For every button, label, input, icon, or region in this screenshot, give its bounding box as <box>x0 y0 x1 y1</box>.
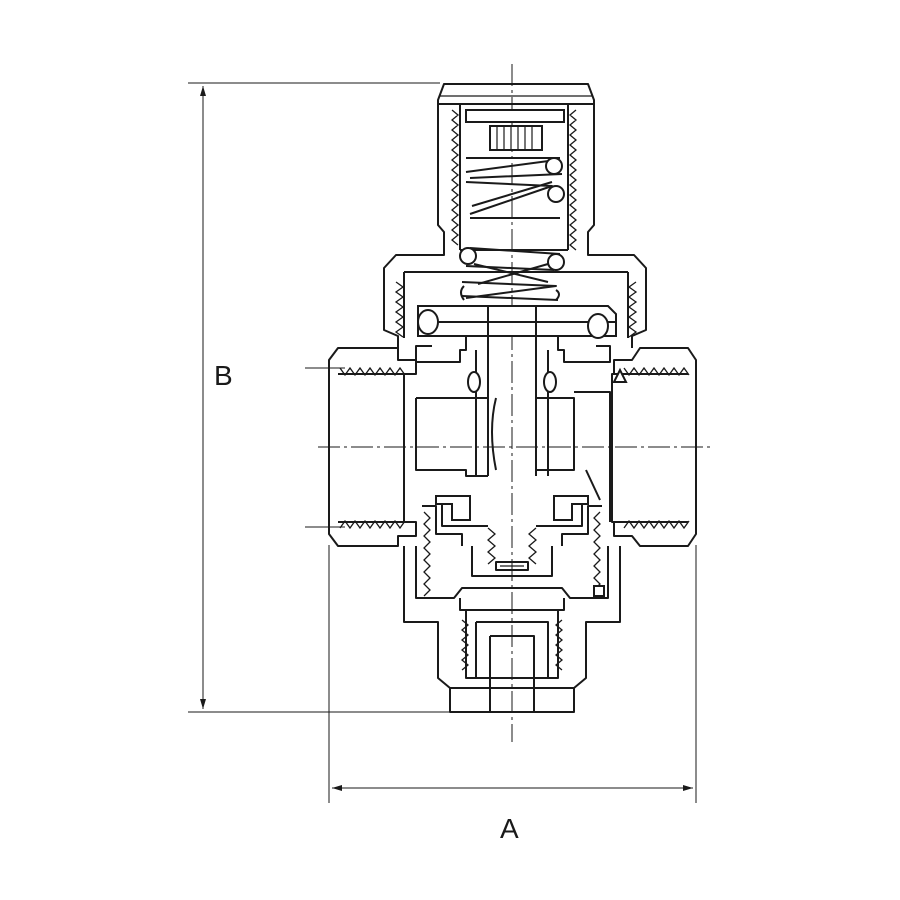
stem-thread-right <box>528 527 537 565</box>
o-ring-left <box>417 309 439 335</box>
spring-coil <box>547 253 565 271</box>
adjust-screw-head <box>465 109 565 123</box>
spring-coil <box>545 157 563 175</box>
plug-thread-left <box>460 619 470 671</box>
o-ring-right <box>587 313 609 339</box>
outlet-thread-top <box>623 366 690 377</box>
lower-thread-left <box>423 511 431 597</box>
bonnet-thread-left <box>450 109 460 246</box>
plug-thread-right <box>554 619 564 671</box>
inlet-thread-top <box>339 366 406 377</box>
piston <box>415 305 617 476</box>
flow-mark <box>612 367 628 383</box>
stem-o-ring-right <box>543 371 557 393</box>
seat-right <box>553 495 589 521</box>
lower-thread-right <box>593 511 601 597</box>
seat-left <box>435 495 471 521</box>
lower-body-outline <box>403 546 621 713</box>
outlet-thread-bottom <box>623 519 690 530</box>
inlet-thread-bottom <box>339 519 406 530</box>
adjust-cap <box>437 83 595 105</box>
collar-thread-left <box>394 281 405 338</box>
spring <box>459 157 565 301</box>
bonnet <box>383 83 647 348</box>
spring-coil <box>547 185 565 203</box>
bonnet-outline <box>383 104 647 348</box>
knurled-nut <box>489 125 543 151</box>
spring-coil <box>459 247 477 265</box>
small-seal <box>593 585 605 597</box>
collar-thread-right <box>627 281 638 338</box>
dimension-a-label: A <box>500 813 519 844</box>
stem-thread-left <box>487 527 496 565</box>
dimension-b-label: B <box>214 360 233 391</box>
valve-body <box>328 347 697 713</box>
stem-o-ring-left <box>467 371 481 393</box>
dimension-lines <box>188 82 697 803</box>
bonnet-thread-right <box>568 109 578 251</box>
